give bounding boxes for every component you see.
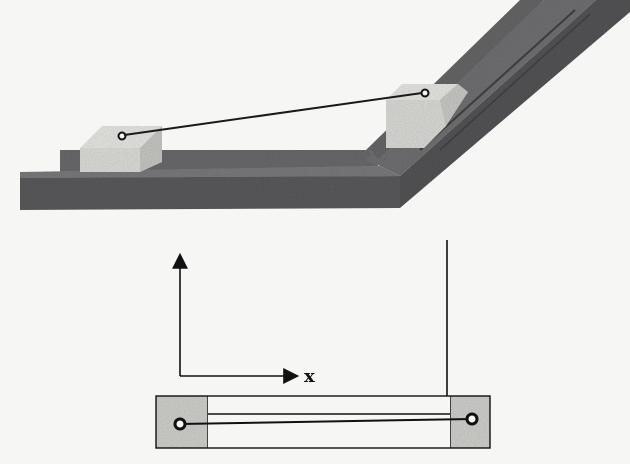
rail-inclined-side	[400, 0, 630, 208]
axis-x-label: x	[304, 366, 315, 387]
block-right-3d	[386, 84, 468, 148]
pulley-right-2d	[465, 412, 479, 426]
rail-groove-2	[439, 13, 591, 151]
block-left-3d	[80, 126, 162, 172]
pulley-right-3d	[420, 88, 430, 98]
pulley-left-3d	[117, 131, 127, 141]
pulley-left-2d	[173, 417, 187, 431]
string-2d-lower	[179, 418, 473, 425]
rail-groove-1	[419, 9, 576, 151]
top-view: x	[155, 240, 491, 449]
rail-horizontal-front	[20, 176, 400, 210]
string-3d	[123, 92, 423, 136]
perspective-view	[20, 0, 630, 210]
